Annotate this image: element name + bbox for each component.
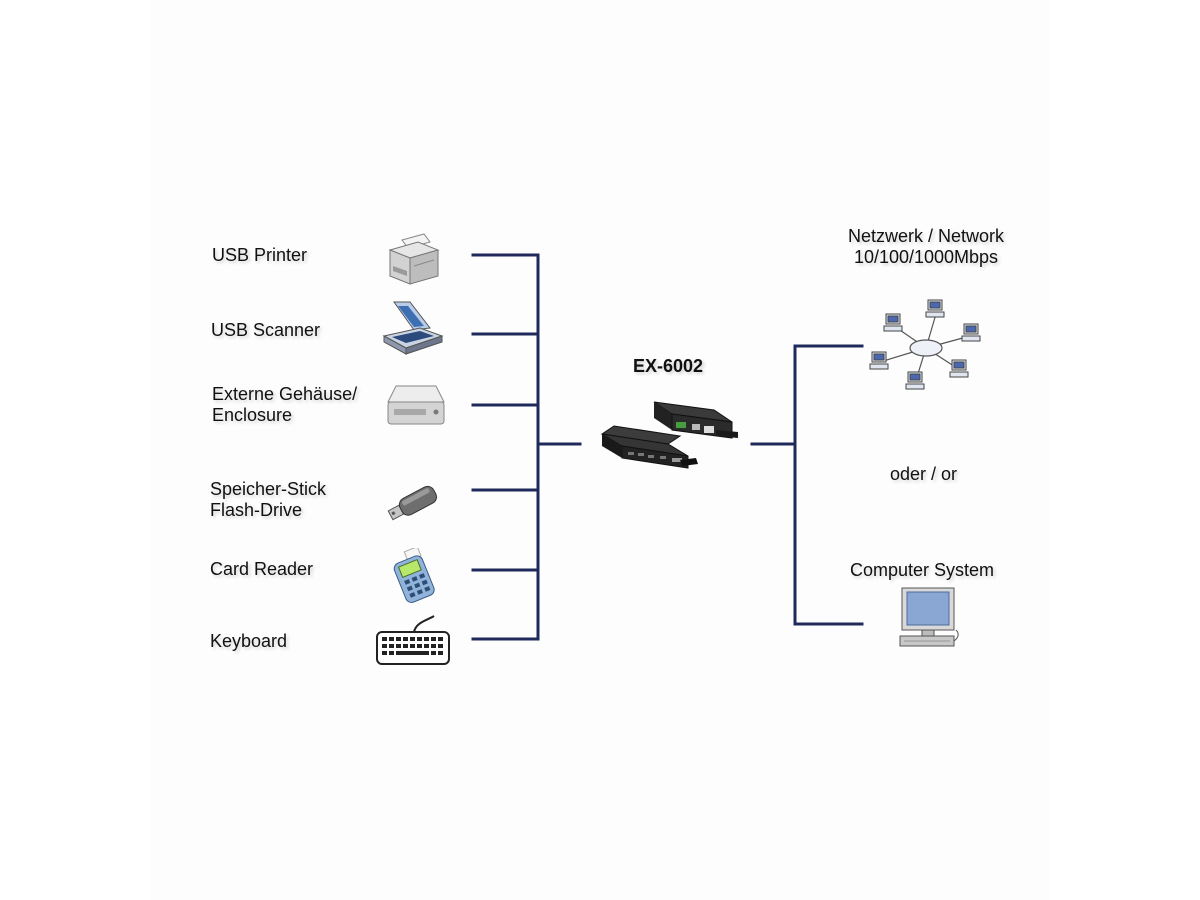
separator-label: oder / or (890, 464, 958, 484)
hub-label: EX-6002 (633, 356, 704, 376)
device-label-flash: Speicher-Stick Flash-Drive (210, 479, 327, 520)
scanner-icon (382, 301, 444, 355)
network-label: Netzwerk / Network 10/100/1000Mbps (847, 226, 1005, 267)
computer-icon (899, 587, 959, 647)
network-icon (869, 299, 981, 390)
device-label-enclosure: Externe Gehäuse/ Enclosure (212, 384, 358, 425)
computer-label: Computer System (850, 560, 995, 580)
printer-icon (388, 233, 440, 285)
device-label-scanner: USB Scanner (211, 320, 321, 340)
usb-stick-icon (387, 485, 437, 521)
hard-drive-icon (387, 385, 445, 425)
device-label-printer: USB Printer (212, 245, 308, 265)
device-label-keyboard: Keyboard (210, 631, 288, 651)
keyboard-icon (376, 615, 450, 665)
card-reader-icon (393, 548, 435, 603)
usb-server-icon (600, 401, 738, 469)
device-label-card-reader: Card Reader (210, 559, 314, 579)
